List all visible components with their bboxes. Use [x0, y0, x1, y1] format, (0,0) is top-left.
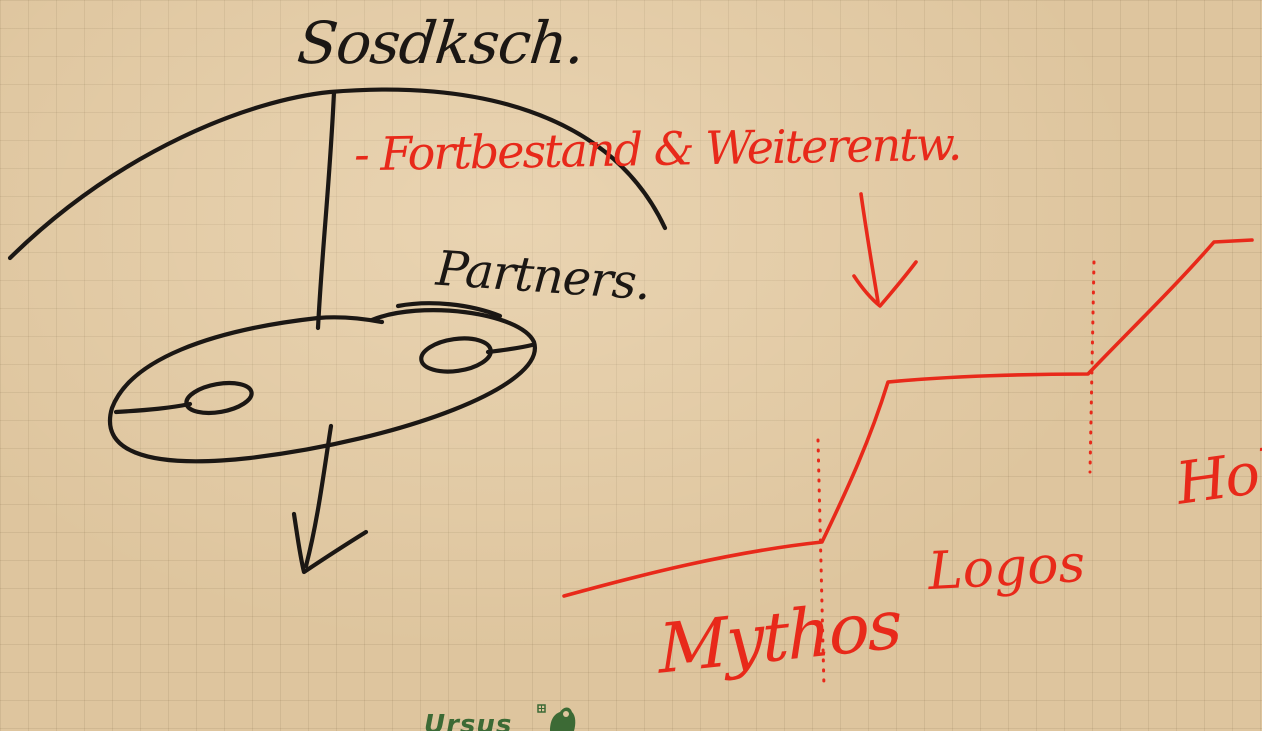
label-top: Sosdksch.	[294, 9, 588, 77]
brand-logo-text: Ursus	[424, 710, 513, 731]
red-arrow-head	[852, 260, 918, 308]
divider-mythos-logos	[816, 438, 826, 690]
vertical-stem	[315, 89, 337, 331]
label-logos: Logos	[926, 533, 1087, 603]
brand-logo: Ursus	[420, 702, 580, 731]
label-partners: Partners.	[434, 240, 652, 312]
partners-link	[395, 301, 503, 319]
outer-ellipse	[107, 308, 537, 464]
left-small-circle	[184, 380, 254, 416]
left-tick	[113, 401, 193, 415]
right-tick	[485, 342, 535, 355]
red-arrow-shaft	[859, 192, 880, 304]
development-curve	[562, 238, 1254, 598]
down-arrow-shaft	[303, 423, 334, 569]
down-arrow-head	[291, 511, 369, 575]
bear-emblem-icon	[537, 704, 576, 731]
umbrella-arc	[7, 87, 668, 261]
label-red-heading: - Fortbestand & Weiterentw.	[353, 116, 961, 182]
